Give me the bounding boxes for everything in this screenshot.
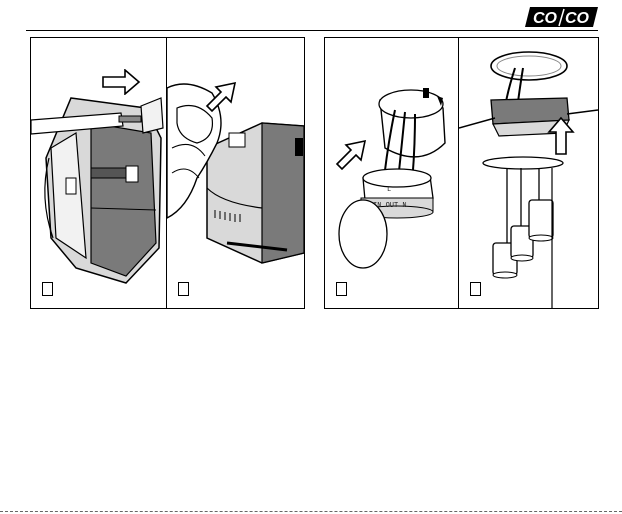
step-panel-1 — [30, 37, 168, 309]
page-cut-line — [0, 511, 622, 512]
step-panel-3: L IN OUT N — [324, 37, 460, 309]
arrow-up-right-icon — [203, 80, 239, 116]
arrow-up-icon — [547, 116, 575, 156]
arrow-right-icon — [101, 69, 141, 95]
header-rule — [26, 30, 598, 31]
step-number-box-4 — [470, 282, 481, 296]
step-number-box-1 — [42, 282, 53, 296]
step-number-box-2 — [178, 282, 189, 296]
arrow-up-right-icon — [333, 138, 369, 174]
step-number-box-3 — [336, 282, 347, 296]
step-panel-2 — [166, 37, 305, 309]
brand-logo: CO CO — [524, 6, 599, 28]
step-panel-4 — [458, 37, 599, 309]
step-2-illustration — [167, 38, 304, 308]
logo-text-2: CO — [565, 10, 590, 27]
step-1-illustration — [31, 38, 167, 308]
module-label-line-1: L — [387, 186, 391, 194]
step-4-illustration — [459, 38, 598, 308]
logo-text-1: CO — [533, 10, 558, 27]
